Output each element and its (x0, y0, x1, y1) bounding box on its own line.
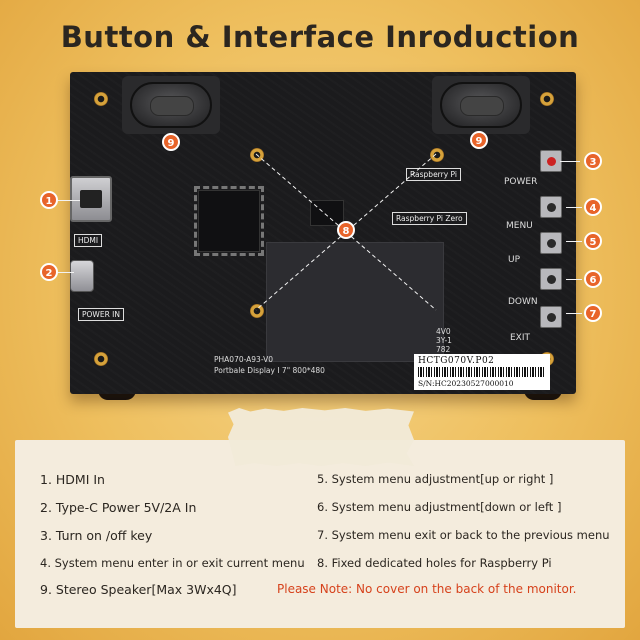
leader-line (566, 241, 582, 242)
exit-button[interactable] (540, 306, 562, 328)
menu-button-label: MENU (506, 221, 533, 231)
down-button-label: DOWN (508, 297, 538, 307)
barcode-icon (418, 367, 546, 377)
menu-button[interactable] (540, 196, 562, 218)
badge-speaker-left: 9 (162, 133, 180, 151)
badge-up: 5 (584, 232, 602, 250)
silk-code: 782 (436, 345, 451, 354)
leader-line (58, 272, 74, 273)
legend-item-1: 1. HDMI In (40, 472, 105, 487)
leader-line (566, 279, 582, 280)
standoff-hole (540, 92, 554, 106)
back-cover-note: Please Note: No cover on the back of the… (277, 582, 577, 596)
page-title: Button & Interface Inroduction (60, 20, 580, 54)
legend-item-9: 9. Stereo Speaker[Max 3Wx4Q] (40, 582, 237, 597)
panel-area (266, 242, 444, 362)
usb-c-port[interactable] (70, 260, 94, 292)
down-button[interactable] (540, 268, 562, 290)
raspberry-pi-label: Raspberry Pi (406, 168, 461, 181)
legend-item-5: 5. System menu adjustment[up or right ] (317, 472, 554, 486)
standoff-hole (94, 92, 108, 106)
legend-item-3: 3. Turn on /off key (40, 528, 153, 543)
up-button[interactable] (540, 232, 562, 254)
small-chip (310, 200, 344, 226)
standoff-hole (94, 352, 108, 366)
model-label: PHA070-A93-V0 (214, 355, 273, 364)
badge-power-in: 2 (40, 263, 58, 281)
silk-code: 4V0 (436, 327, 451, 336)
power-button[interactable] (540, 150, 562, 172)
serial-code: HCTG070V.P02 (418, 356, 495, 366)
badge-menu: 4 (584, 198, 602, 216)
main-chip (194, 186, 264, 256)
display-board: HDMI POWER IN Raspberry Pi Raspberry Pi … (70, 72, 576, 394)
legend-item-6: 6. System menu adjustment[down or left ] (317, 500, 562, 514)
badge-mount-holes: 8 (337, 221, 355, 239)
legend-item-7: 7. System menu exit or back to the previ… (317, 528, 610, 542)
legend-item-8: 8. Fixed dedicated holes for Raspberry P… (317, 556, 552, 570)
raspberry-pi-zero-label: Raspberry Pi Zero (392, 212, 467, 225)
badge-speaker-right: 9 (470, 131, 488, 149)
legend-item-2: 2. Type-C Power 5V/2A In (40, 500, 197, 515)
hdmi-label: HDMI (74, 234, 103, 247)
serial-sticker: HCTG070V.P02 S/N:HC20230527000010 (414, 354, 550, 390)
speaker-cone-icon (130, 82, 212, 128)
speaker-cone-icon (440, 82, 522, 128)
legend-card: 1. HDMI In 2. Type-C Power 5V/2A In 3. T… (15, 440, 625, 628)
badge-hdmi: 1 (40, 191, 58, 209)
power-in-label: POWER IN (78, 308, 124, 321)
up-button-label: UP (508, 255, 521, 265)
standoff-hole (250, 148, 264, 162)
leader-line (566, 313, 582, 314)
exit-button-label: EXIT (510, 333, 531, 343)
hdmi-port[interactable] (70, 176, 112, 222)
power-button-label: POWER (504, 177, 538, 187)
leader-line (58, 200, 80, 201)
serial-number: S/N:HC20230527000010 (418, 379, 514, 388)
legend-item-4: 4. System menu enter in or exit current … (40, 556, 305, 570)
speaker-left (122, 76, 220, 134)
badge-exit: 7 (584, 304, 602, 322)
standoff-hole (430, 148, 444, 162)
leader-line (566, 207, 582, 208)
badge-down: 6 (584, 270, 602, 288)
silk-code: 3Y-1 (436, 336, 452, 345)
speaker-right (432, 76, 530, 134)
badge-power-key: 3 (584, 152, 602, 170)
display-spec-label: Portbale Display I 7" 800*480 (214, 366, 325, 375)
standoff-hole (250, 304, 264, 318)
tape-strip (228, 408, 414, 466)
leader-line (560, 161, 580, 162)
